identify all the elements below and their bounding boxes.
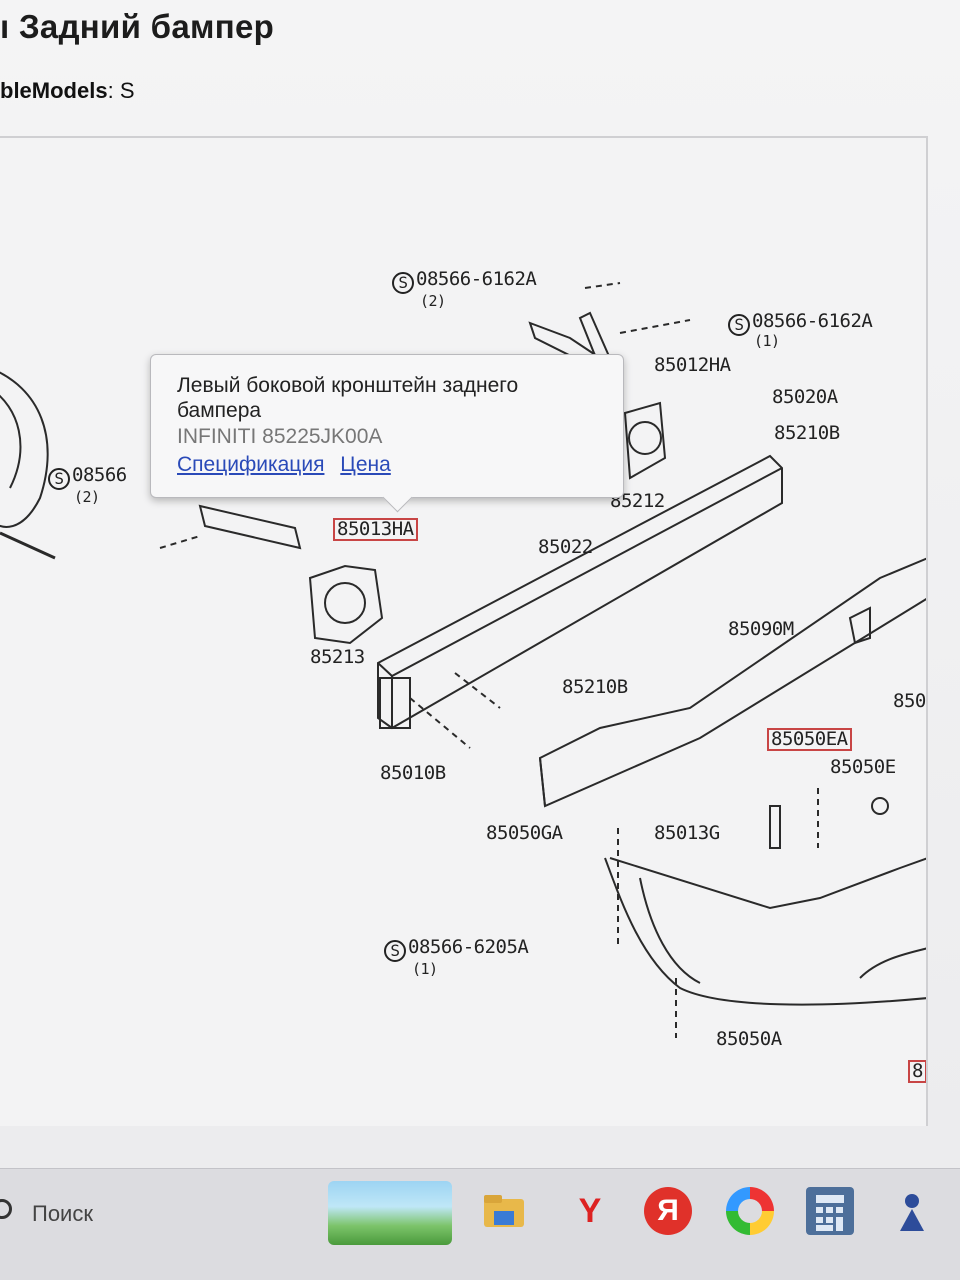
tooltip-part-code: INFINITI 85225JK00A [177, 425, 383, 448]
search-icon[interactable] [0, 1199, 12, 1219]
label-85010b[interactable]: 85010B [380, 762, 446, 784]
page-title: ı Задний бампер [0, 8, 274, 46]
label-85013ha-highlighted[interactable]: 85013HA [333, 518, 418, 541]
s-symbol: S [392, 272, 414, 294]
label-85020a[interactable]: 85020A [772, 386, 838, 408]
calculator-icon[interactable] [806, 1187, 854, 1235]
label-85212[interactable]: 85212 [610, 490, 665, 512]
specification-link[interactable]: Спецификация [177, 453, 325, 476]
models-value: S [119, 78, 135, 103]
taskbar-search[interactable]: Поиск [32, 1201, 93, 1226]
absorber-85090m [538, 557, 926, 808]
title-prefix-char: ı [0, 8, 19, 45]
label-85050a[interactable]: 85050A [716, 1028, 782, 1050]
models-line: bleModels: S [0, 78, 135, 104]
tooltip-part-name: Левый боковой кронштейн заднего бампера [177, 374, 519, 422]
page: ı Задний бампер bleModels: S [0, 0, 960, 1168]
widgets-icon[interactable] [328, 1181, 452, 1245]
label-85022[interactable]: 85022 [538, 536, 593, 558]
label-85050ea-highlighted[interactable]: 85050EA [767, 728, 852, 751]
title-text: Задний бампер [18, 8, 275, 45]
label-qty: (2) [420, 292, 446, 310]
price-link[interactable]: Цена [340, 453, 391, 476]
models-sep: : [107, 78, 114, 103]
label-85090m[interactable]: 85090M [728, 618, 794, 640]
bumper-cover [604, 857, 926, 1006]
yandex-icon[interactable]: Я [644, 1187, 692, 1235]
models-key: bleModels [0, 78, 108, 103]
label-qty: (1) [412, 960, 438, 978]
tooltip-links: Спецификация Цена [177, 451, 623, 479]
file-explorer-icon[interactable] [480, 1187, 528, 1235]
s-symbol: S [384, 940, 406, 962]
label-85210b-mid[interactable]: 85210B [562, 676, 628, 698]
wheel-arch-inner [0, 394, 22, 489]
label-qty: (2) [74, 488, 100, 506]
direction-arrow [0, 531, 56, 560]
s-symbol: S [728, 314, 750, 336]
label-85013g[interactable]: 85013G [654, 822, 720, 844]
bracket-85212 [623, 401, 667, 480]
taskbar: Поиск Y Я [0, 1168, 960, 1280]
assistant-icon[interactable] [888, 1187, 936, 1235]
label-85012ha[interactable]: 85012HA [654, 354, 731, 376]
label-85050e[interactable]: 85050E [830, 756, 896, 778]
label-qty: (1) [754, 332, 780, 350]
label-85213[interactable]: 85213 [310, 646, 365, 668]
chromium-icon[interactable] [726, 1187, 774, 1235]
s-symbol: S [48, 468, 70, 490]
diagram-drawing [0, 282, 926, 1038]
part-tooltip: Левый боковой кронштейн заднего бампера … [150, 354, 624, 498]
label-850-cut[interactable]: 850 [893, 690, 926, 712]
label-85050ga[interactable]: 85050GA [486, 822, 563, 844]
bracket-85013ha [198, 504, 302, 550]
bracket-85213 [308, 564, 384, 645]
wheel-arch-shape [0, 371, 49, 528]
label-85210b[interactable]: 85210B [774, 422, 840, 444]
label-8-cut-highlighted[interactable]: 8 [908, 1060, 926, 1083]
yandex-browser-icon[interactable]: Y [578, 1192, 602, 1230]
beam-85022 [377, 454, 783, 730]
